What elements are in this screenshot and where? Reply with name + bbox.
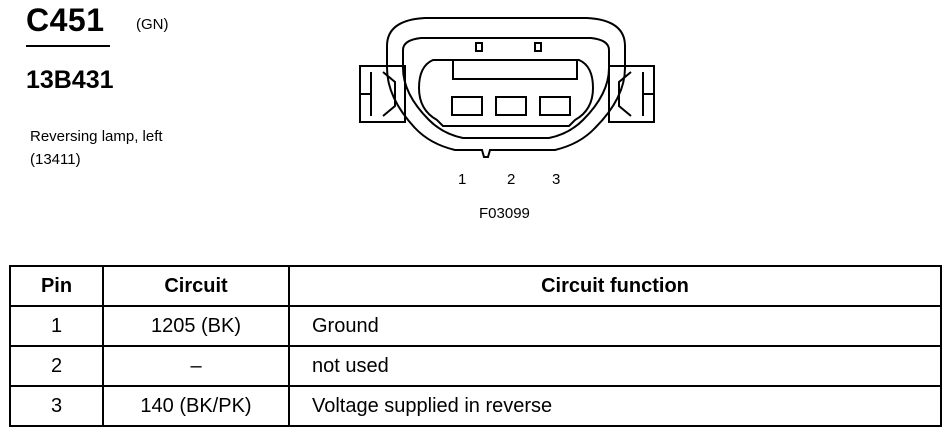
cell-circuit: –: [102, 345, 290, 387]
pin-label-2: 2: [507, 171, 516, 188]
cell-pin: 3: [9, 385, 104, 427]
pin-cavity-3: [539, 96, 571, 116]
table-row: 3 140 (BK/PK) Voltage supplied in revers…: [9, 385, 942, 427]
cell-pin: 2: [9, 345, 104, 387]
component-description: Reversing lamp, left: [30, 128, 163, 145]
header-circuit: Circuit: [102, 265, 290, 307]
pin-cavity-2: [495, 96, 527, 116]
connector-face-diagram: [359, 17, 655, 158]
connector-id: C451: [26, 2, 105, 38]
connector-inner-wall: [402, 37, 610, 139]
connector-color-code: (GN): [136, 16, 169, 33]
cell-circuit: 1205 (BK): [102, 305, 290, 347]
cell-circuit-function: not used: [288, 345, 942, 387]
connector-housing-outline: [386, 17, 626, 158]
connector-id-underline: [26, 45, 110, 47]
cell-circuit: 140 (BK/PK): [102, 385, 290, 427]
component-reference: (13411): [30, 151, 81, 168]
table-row: 1 1205 (BK) Ground: [9, 305, 942, 347]
cell-circuit-function: Ground: [288, 305, 942, 347]
pin-circuit-table: Pin Circuit Circuit function 1 1205 (BK)…: [9, 265, 942, 427]
table-header-row: Pin Circuit Circuit function: [9, 265, 942, 307]
pin-cavity-1: [451, 96, 483, 116]
pin-label-1: 1: [458, 171, 467, 188]
cell-pin: 1: [9, 305, 104, 347]
top-key-left: [475, 42, 483, 52]
connector-cavity: [417, 59, 595, 127]
figure-code: F03099: [479, 205, 530, 222]
table-row: 2 – not used: [9, 345, 942, 387]
part-number: 13B431: [26, 66, 114, 94]
header-circuit-function: Circuit function: [288, 265, 942, 307]
top-key-right: [534, 42, 542, 52]
pin-label-3: 3: [552, 171, 561, 188]
cell-circuit-function: Voltage supplied in reverse: [288, 385, 942, 427]
header-pin: Pin: [9, 265, 104, 307]
latch-bar: [452, 59, 578, 80]
